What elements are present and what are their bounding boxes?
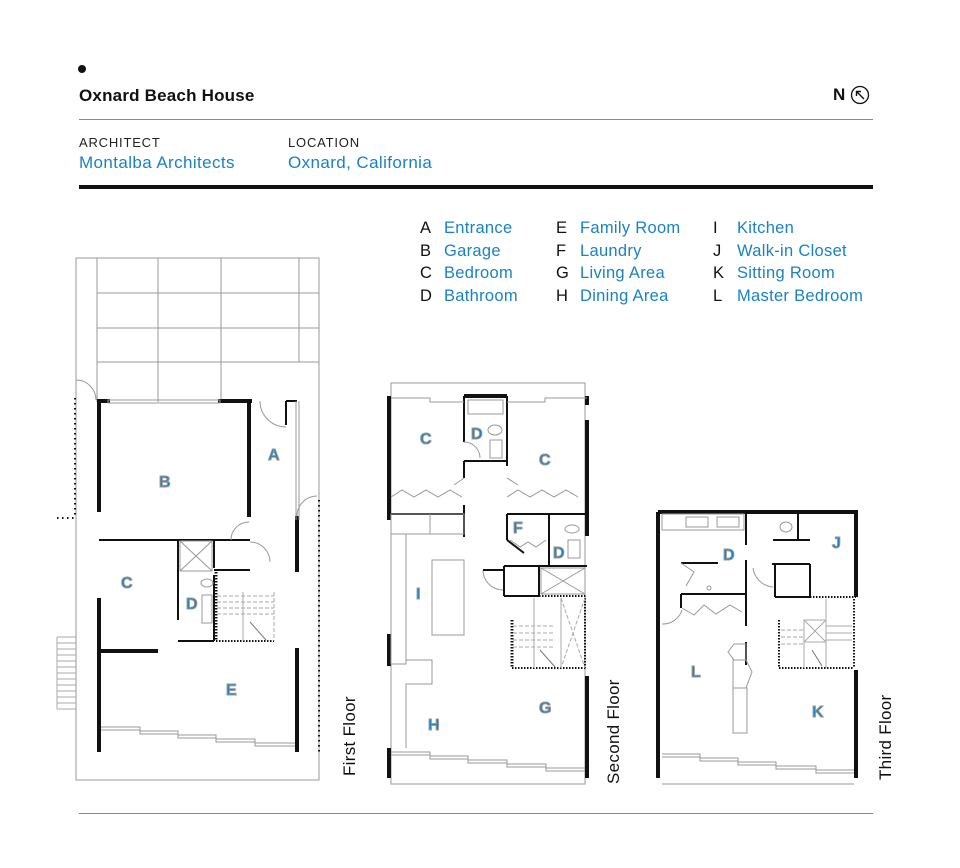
- svg-text:B: B: [159, 474, 171, 491]
- svg-text:C: C: [121, 575, 133, 592]
- location-label: LOCATION: [288, 135, 360, 150]
- svg-text:L: L: [691, 664, 701, 681]
- svg-text:D: D: [186, 596, 198, 613]
- header-divider: [79, 119, 873, 120]
- page-title: Oxnard Beach House: [79, 86, 255, 105]
- second-floor-plan: C D C F D I G H: [387, 382, 589, 785]
- architect-label: ARCHITECT: [79, 135, 161, 150]
- first-floor-plan: A B C D E: [56, 257, 320, 781]
- svg-text:H: H: [428, 717, 440, 734]
- svg-text:K: K: [812, 704, 824, 721]
- architect-value: Montalba Architects: [79, 153, 235, 172]
- svg-text:D: D: [723, 547, 735, 564]
- svg-text:F: F: [513, 520, 523, 537]
- bullet-dot: [78, 65, 86, 73]
- north-indicator: N: [833, 85, 870, 105]
- svg-text:I: I: [416, 586, 420, 603]
- svg-text:C: C: [420, 431, 432, 448]
- location-value: Oxnard, California: [288, 153, 433, 172]
- footer-divider: [79, 813, 873, 814]
- svg-text:D: D: [471, 426, 483, 443]
- north-label: N: [833, 85, 846, 104]
- north-arrow-icon: [851, 85, 870, 105]
- svg-text:E: E: [226, 682, 237, 699]
- third-floor-label: Third Floor: [876, 694, 895, 781]
- svg-text:J: J: [832, 535, 841, 552]
- first-floor-label: First Floor: [340, 696, 359, 776]
- second-floor-label: Second Floor: [604, 679, 623, 784]
- svg-text:G: G: [539, 700, 551, 717]
- svg-text:C: C: [539, 452, 551, 469]
- meta-divider: [79, 185, 873, 189]
- svg-text:A: A: [268, 447, 280, 464]
- svg-text:D: D: [553, 545, 565, 562]
- third-floor-plan: D J L K: [656, 510, 858, 785]
